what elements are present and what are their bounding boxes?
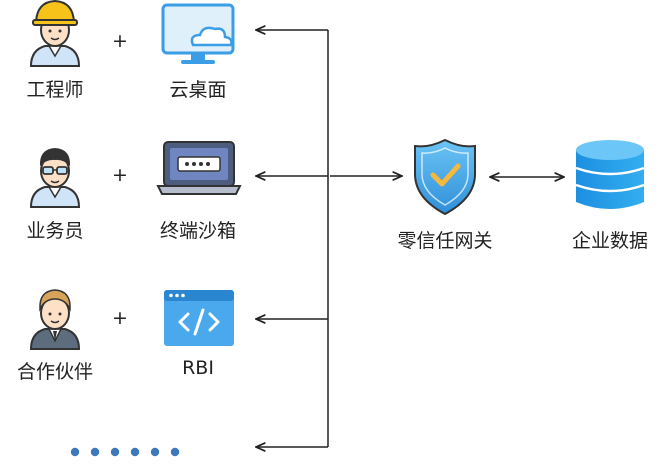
gateway-label: 零信任网关 xyxy=(397,230,493,252)
ellipsis-dot xyxy=(110,447,120,457)
tool-label-rbi: RBI xyxy=(182,357,214,379)
connector-lines xyxy=(256,30,564,447)
partner-avatar-icon xyxy=(29,289,81,350)
more-items-ellipsis xyxy=(70,447,180,457)
salesperson-avatar-icon xyxy=(29,148,81,208)
ellipsis-dot xyxy=(150,447,160,457)
terminal-sandbox-laptop-icon xyxy=(156,141,242,195)
database-icon xyxy=(575,140,645,209)
role-label-partner: 合作伙伴 xyxy=(16,361,93,383)
ellipsis-dot xyxy=(70,447,80,457)
role-label-salesperson: 业务员 xyxy=(26,220,84,242)
zero-trust-shield-icon xyxy=(414,138,476,216)
plus-sign-row2: + xyxy=(112,164,128,186)
cloud-desktop-icon xyxy=(161,3,235,64)
ellipsis-dot xyxy=(130,447,140,457)
ellipsis-dot xyxy=(170,447,180,457)
role-label-engineer: 工程师 xyxy=(26,79,84,101)
tool-label-terminal-sandbox: 终端沙箱 xyxy=(159,220,236,242)
data-store-label: 企业数据 xyxy=(571,230,648,252)
plus-sign-row1: + xyxy=(112,30,128,52)
ellipsis-dot xyxy=(90,447,100,457)
plus-sign-row3: + xyxy=(112,307,128,329)
rbi-code-window-icon xyxy=(164,290,234,346)
tool-label-cloud-desktop: 云桌面 xyxy=(169,79,227,101)
engineer-avatar-icon xyxy=(29,0,81,67)
